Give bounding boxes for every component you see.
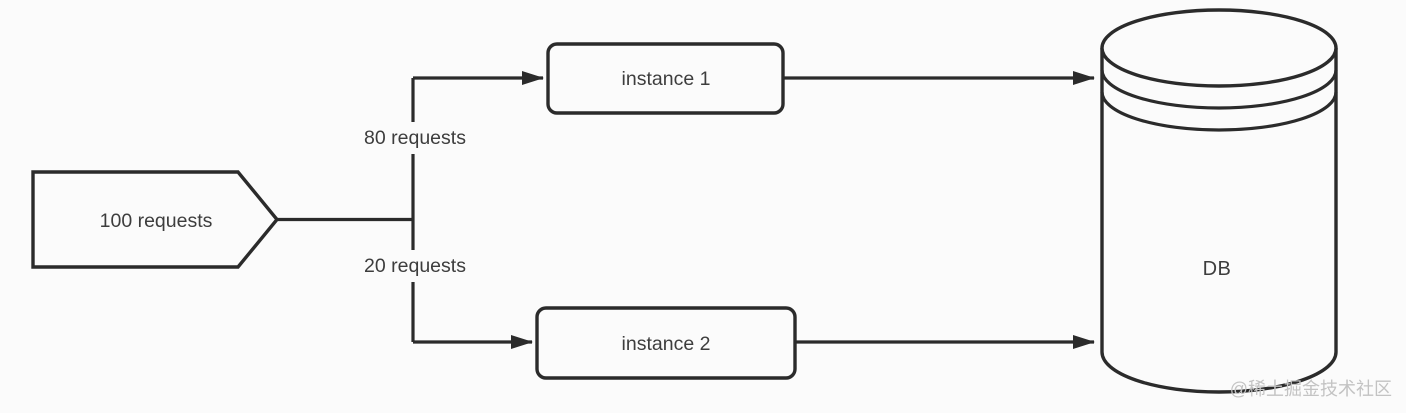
node-source: 100 requests — [31, 170, 280, 269]
edge-main — [277, 78, 415, 342]
edge-label-top: 80 requests — [348, 122, 482, 154]
edge-label-top-text: 80 requests — [364, 127, 466, 149]
edge-label-bottom-text: 20 requests — [364, 255, 466, 277]
node-database: DB — [1100, 8, 1338, 394]
node-instance1-label: instance 1 — [622, 68, 711, 90]
node-instance2: instance 2 — [535, 306, 797, 380]
edge-label-bottom: 20 requests — [348, 250, 482, 282]
watermark-text: @稀土掘金技术社区 — [1230, 379, 1392, 399]
node-source-label: 100 requests — [100, 210, 213, 232]
node-instance2-label: instance 2 — [622, 333, 711, 355]
node-instance1: instance 1 — [546, 42, 785, 115]
node-database-label: DB — [1203, 258, 1232, 280]
